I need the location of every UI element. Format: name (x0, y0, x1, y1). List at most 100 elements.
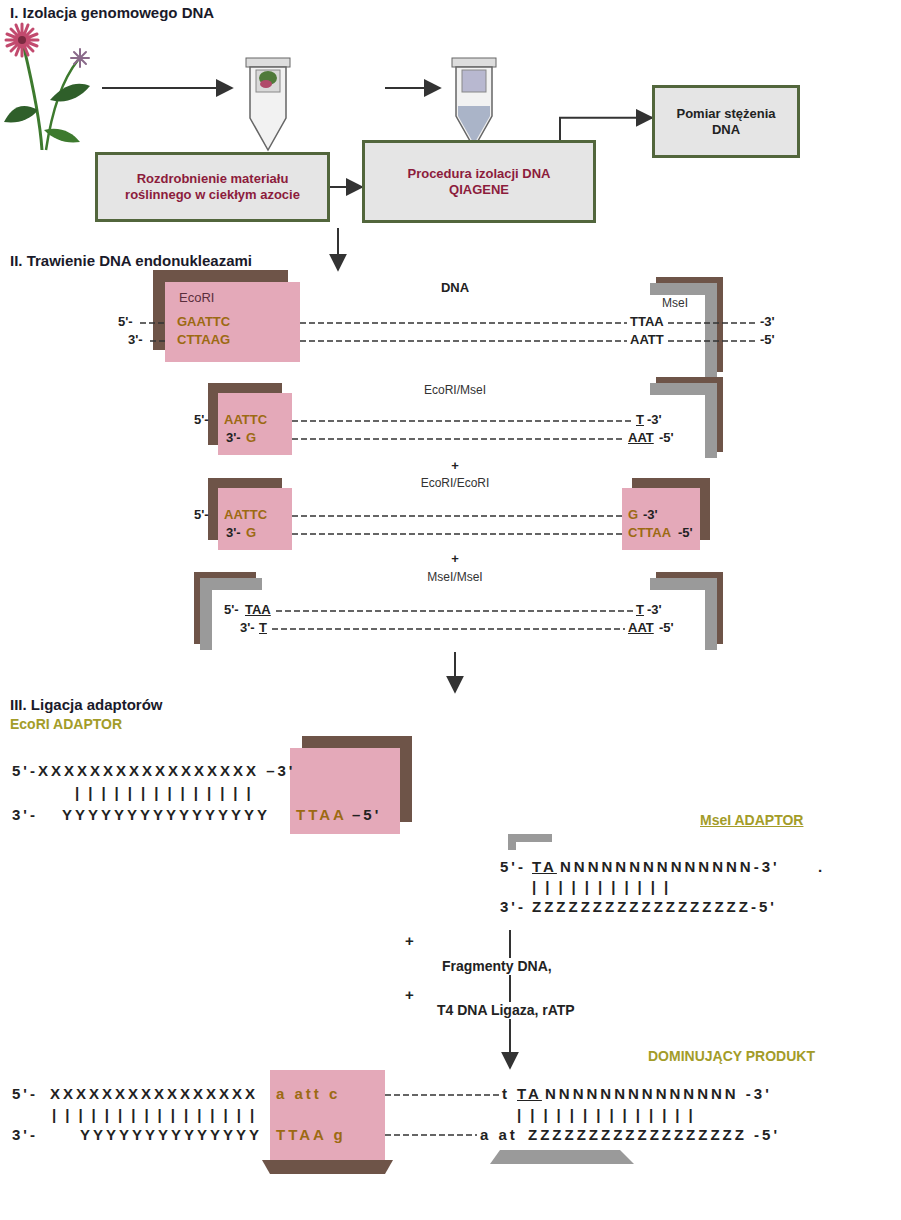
process-arrow (454, 652, 456, 692)
section-heading: I. Izolacja genomowego DNA (10, 4, 214, 22)
overhang-base: TAA (245, 602, 271, 618)
strand-end: -3' (647, 602, 662, 618)
process-arrow (560, 118, 652, 140)
fragment-type: MseI/MseI (427, 570, 482, 585)
adaptor-strand: YYYYYYYYYYYYYY (80, 1126, 262, 1144)
strand-end: 3'- (240, 620, 255, 636)
flower-illustration (6, 24, 38, 56)
msei-bracket (206, 584, 262, 650)
overhang-base: TA (517, 1085, 542, 1103)
overhang-base: T (259, 620, 267, 636)
node-text: Procedura izolacji DNA QIAGENE (377, 166, 581, 198)
dna-strand (292, 515, 622, 517)
plus-sign: + (405, 932, 417, 950)
overhang-base: AAT (628, 430, 654, 446)
section-heading: III. Ligacja adaptorów (10, 696, 163, 714)
base-pairing: |||||||||||||||| (52, 1106, 263, 1124)
section-heading: II. Trawienie DNA endonukleazami (10, 252, 252, 270)
spin-column (246, 58, 290, 67)
strand-end: -5' (659, 430, 674, 446)
flower-illustration (24, 48, 42, 150)
adaptor-name: EcoRI ADAPTOR (10, 716, 122, 733)
node-text: Rozdrobnienie materiału roślinnego w cie… (110, 171, 315, 203)
strand-end: 5'- (194, 412, 209, 428)
plus-sign: + (405, 986, 417, 1004)
reagent-label: Fragmenty DNA, (440, 958, 554, 975)
overhang-base: T (636, 602, 644, 618)
flower-illustration (18, 36, 26, 44)
msei-bracket (490, 1150, 634, 1164)
collection-tube (456, 67, 492, 148)
strand-end: -5' (760, 332, 775, 348)
ecori-adaptor-box: TTAA (290, 748, 400, 834)
adaptor-strand: ZZZZZZZZZZZZZZZZZZ-5' (532, 898, 777, 916)
dna-strand (150, 340, 166, 342)
overhang-base: TA (532, 858, 557, 876)
flower-illustration (50, 84, 90, 102)
strand-end: 5'- (500, 858, 526, 876)
process-box: Rozdrobnienie materiału roślinnego w cie… (95, 152, 330, 222)
node-text: CTTAAG (177, 332, 230, 348)
process-arrow (337, 228, 339, 270)
node-text: Pomiar stężenia DNA (667, 106, 785, 138)
strand-end: 3'- (500, 898, 526, 916)
fragment-type: EcoRI/MseI (424, 383, 486, 398)
flower-illustration (6, 24, 38, 56)
adaptor-strand: YYYYYYYYYYYYYYYY (62, 806, 270, 824)
spin-column (250, 67, 286, 150)
msei-site: TTAA (630, 314, 664, 330)
strand-end: 5'- (224, 602, 239, 618)
process-box: Pomiar stężenia DNA (652, 85, 800, 158)
dna-strand (668, 340, 757, 342)
dna-label: DNA (441, 280, 469, 296)
process-arrow (509, 930, 511, 1068)
node-text: EcoRI (179, 290, 214, 306)
dna-strand (292, 420, 633, 422)
flower-illustration (71, 49, 89, 67)
node-text: AATTC (224, 412, 267, 428)
dna-strand (385, 1134, 477, 1136)
collection-tube (462, 70, 486, 92)
strand-end: -3' (647, 412, 662, 428)
process-box: Procedura izolacji DNA QIAGENE (362, 140, 596, 223)
node-text: G (628, 507, 638, 523)
dna-strand (292, 438, 625, 440)
node-text: a att c (276, 1085, 340, 1103)
strand-end: 5'- (118, 314, 133, 330)
collection-tube (452, 58, 496, 67)
adaptor-strand: NNNNNNNNNNNNNN -3' (545, 1085, 772, 1103)
plus-sign: + (451, 458, 459, 474)
msei-bracket (512, 838, 552, 850)
fragment-base: t (502, 1085, 510, 1103)
product-label: DOMINUJĄCY PRODUKT (648, 1048, 815, 1065)
adaptor-strand: XXXXXXXXXXXXXXXX (50, 1085, 258, 1103)
enzyme-shadow (262, 1160, 393, 1174)
overhang-base: AAT (628, 620, 654, 636)
dna-strand (292, 533, 622, 535)
dna-strand (276, 610, 633, 612)
plus-sign: + (451, 551, 459, 567)
spin-column (246, 58, 290, 150)
spin-column (260, 80, 272, 88)
msei-bracket (650, 389, 711, 458)
dna-strand (272, 628, 625, 630)
adaptor-strand: 5'-XXXXXXXXXXXXXXXXX –3' (12, 762, 295, 780)
flower-illustration (4, 24, 90, 150)
strand-end: 3'- (128, 332, 143, 348)
dna-strand (385, 1094, 499, 1096)
msei-bracket (650, 289, 711, 378)
node-text: AATTC (224, 507, 267, 523)
strand-end: 5'- (194, 507, 209, 523)
enzyme-name: MseI (662, 296, 688, 311)
adaptor-strand: ZZZZZZZZZZZZZZZZZZ -5' (528, 1126, 780, 1144)
ecori-end-box: AATTCG (218, 488, 292, 550)
dna-strand (140, 322, 166, 324)
node-text: G (246, 430, 256, 446)
process-arrow (102, 88, 510, 1068)
dot-mark: . (818, 858, 825, 876)
node-text: TTAA (296, 806, 347, 824)
dna-strand (300, 340, 627, 342)
spin-column (256, 70, 280, 92)
flower-illustration (4, 106, 38, 123)
